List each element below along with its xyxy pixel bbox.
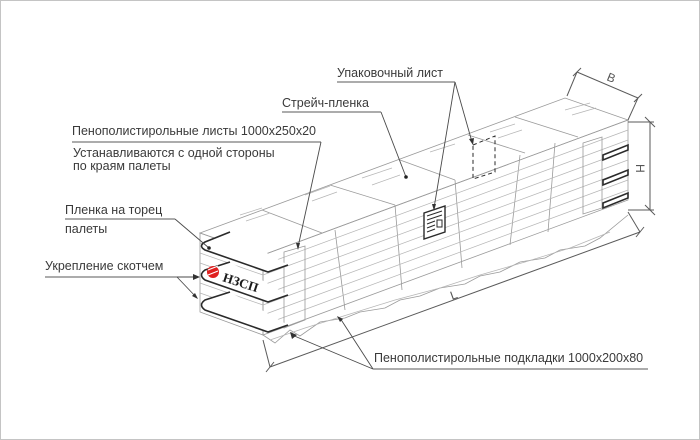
top-seams	[261, 116, 579, 234]
tape-strap	[200, 231, 289, 273]
tape-strap	[602, 191, 629, 210]
callout-end-film: Пленка на торец палеты	[65, 203, 211, 250]
package-top-face	[198, 97, 630, 256]
tape-strap	[200, 291, 289, 333]
label-foam-sheets-note-2: по краям палеты	[73, 159, 171, 173]
side-seams	[334, 142, 556, 311]
dimension-b-label: B	[605, 70, 618, 86]
dimension-b: B	[566, 67, 643, 121]
dimension-h-label: H	[633, 164, 647, 173]
package-side-face	[262, 119, 629, 336]
label-tape: Укрепление скотчем	[45, 259, 163, 273]
packing-sheet-visible	[423, 205, 446, 240]
foam-pads	[262, 214, 629, 344]
label-stretch-film: Стрейч-пленка	[282, 96, 369, 110]
callout-stretch-film: Стрейч-пленка	[282, 96, 408, 179]
label-foam-pads: Пенополистирольные подкладки 1000х200х80	[374, 351, 643, 365]
callout-tape: Укрепление скотчем	[45, 259, 200, 299]
callout-packing-sheet: Упаковочный лист	[337, 66, 474, 211]
callout-foam-pads: Пенополистирольные подкладки 1000х200х80	[290, 316, 648, 370]
tape-strap	[602, 143, 629, 162]
label-end-film-1: Пленка на торец	[65, 203, 162, 217]
tape-straps-front	[200, 231, 289, 333]
packing-sheet-hidden	[472, 135, 496, 180]
tape-straps-rear	[602, 143, 629, 210]
callout-foam-sheets: Пенополистирольные листы 1000х250х20 Уст…	[72, 124, 322, 250]
foam-sheet-right	[582, 136, 603, 215]
tape-strap	[602, 168, 629, 187]
foam-pads-edge	[269, 231, 611, 341]
dimension-l: L	[262, 211, 645, 373]
dimension-h: H	[628, 116, 656, 216]
label-foam-sheets-note-1: Устанавливаются с одной стороны	[73, 146, 275, 160]
tape-strap	[200, 261, 289, 303]
film-gloss	[239, 102, 597, 222]
dimension-l-label: L	[448, 287, 459, 303]
label-end-film-2: палеты	[65, 222, 107, 236]
label-packing-sheet: Упаковочный лист	[337, 66, 443, 80]
label-foam-sheets: Пенополистирольные листы 1000х250х20	[72, 124, 316, 138]
